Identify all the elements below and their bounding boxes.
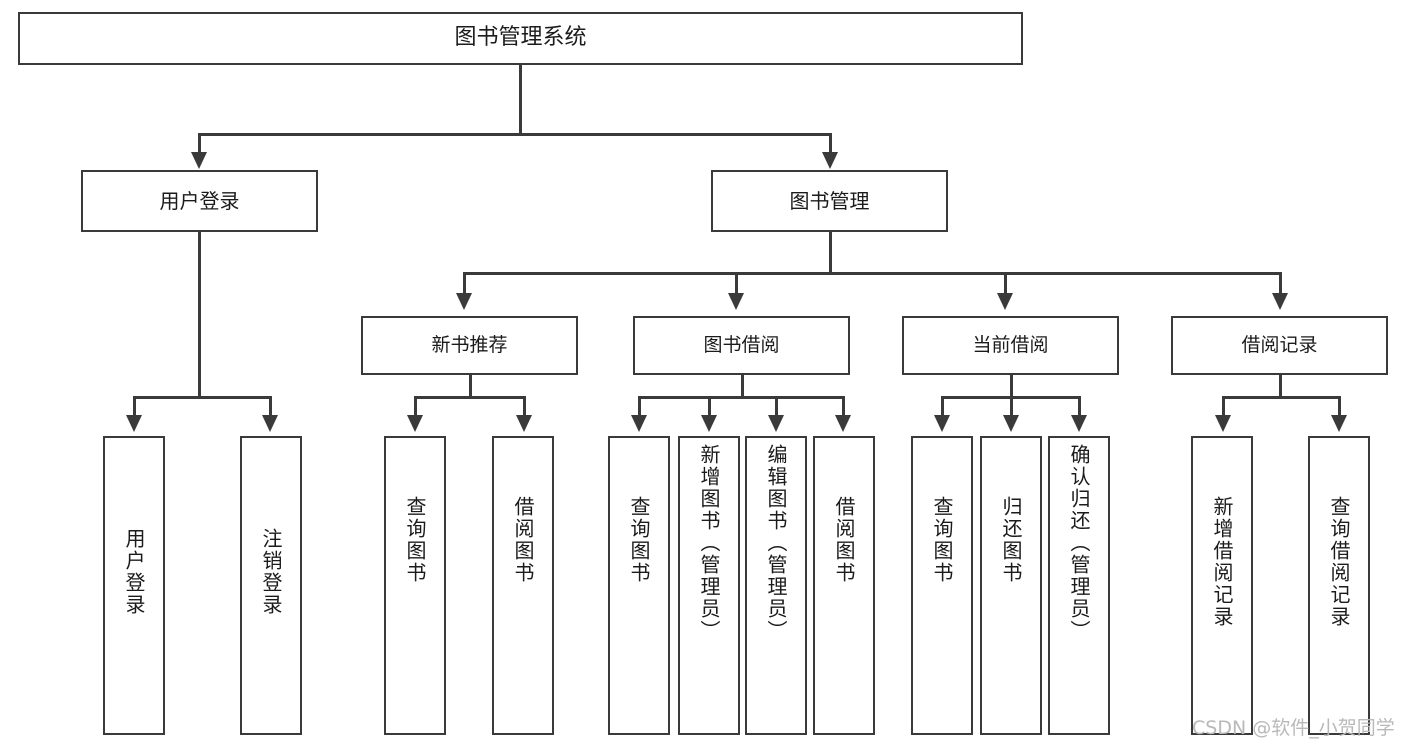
arrow-to-borrow-child-2 [768, 415, 784, 432]
connector-user-login-stem [198, 232, 201, 398]
leaf-user-login[interactable]: 用户登录 [103, 436, 165, 735]
connector-borrow-stem [741, 375, 744, 396]
connector-book-management-stem [829, 232, 832, 272]
node-label: 图书管理 [789, 188, 870, 213]
leaf-label: 借阅图书 [832, 496, 856, 584]
watermark-text: CSDN @软件_小贺同学 [1192, 717, 1395, 739]
connector-record-drop-0 [1222, 396, 1225, 419]
arrow-to-current-child-1 [1003, 415, 1019, 432]
connector-borrow-drop-0 [638, 396, 641, 419]
leaf-label: 确认归还（管理员） [1067, 444, 1091, 642]
leaf-label: 新增图书（管理员） [697, 444, 721, 642]
connector-user-login-drop-0 [133, 396, 136, 419]
connector-recommend-drop-0 [414, 396, 417, 419]
node-book-management-system[interactable]: 图书管理系统 [18, 12, 1023, 65]
connector-recommend-stem [469, 375, 472, 396]
arrow-to-current-child-0 [934, 415, 950, 432]
leaf-edit-book-admin[interactable]: 编辑图书（管理员） [745, 436, 807, 735]
node-current-borrow[interactable]: 当前借阅 [902, 316, 1119, 375]
leaf-query-book-current[interactable]: 查询图书 [911, 436, 973, 735]
node-book-borrow[interactable]: 图书借阅 [633, 316, 850, 375]
connector-recommend-drop-1 [523, 396, 526, 419]
arrow-to-borrow-child-0 [631, 415, 647, 432]
leaf-label: 归还图书 [999, 496, 1023, 584]
node-label: 借阅记录 [1241, 333, 1318, 356]
connector-borrow-drop-2 [775, 396, 778, 419]
connector-borrow-drop-3 [842, 396, 845, 419]
arrow-to-leaf-user-login [126, 415, 142, 432]
leaf-return-book[interactable]: 归还图书 [980, 436, 1042, 735]
connector-current-stem [1010, 375, 1013, 396]
node-borrow-record[interactable]: 借阅记录 [1171, 316, 1388, 375]
node-label: 当前借阅 [972, 333, 1049, 356]
leaf-label: 借阅图书 [511, 496, 535, 584]
connector-level3-drop-3 [1279, 272, 1282, 297]
node-label: 用户登录 [159, 188, 240, 213]
arrow-to-new-book-recommend [456, 293, 472, 310]
arrow-to-current-child-2 [1071, 415, 1087, 432]
arrow-to-current-borrow [997, 293, 1013, 310]
leaf-label: 用户登录 [122, 528, 146, 616]
leaf-label: 注销登录 [259, 528, 283, 616]
connector-current-drop-1 [1010, 396, 1013, 419]
arrow-to-recommend-child-0 [407, 415, 423, 432]
leaf-query-borrow-record[interactable]: 查询借阅记录 [1308, 436, 1370, 735]
arrow-to-borrow-child-3 [835, 415, 851, 432]
leaf-label: 查询图书 [930, 496, 954, 584]
connector-record-stem [1279, 375, 1282, 396]
connector-user-login-drop-1 [269, 396, 272, 419]
leaf-label: 查询图书 [403, 496, 427, 584]
connector-current-drop-2 [1078, 396, 1081, 419]
leaf-query-book-recommend[interactable]: 查询图书 [384, 436, 446, 735]
arrow-to-recommend-child-1 [516, 415, 532, 432]
watermark: CSDN @软件_小贺同学 [1192, 713, 1395, 740]
arrow-to-user-login [191, 152, 207, 169]
arrow-to-leaf-logout [262, 415, 278, 432]
node-user-login[interactable]: 用户登录 [81, 170, 318, 232]
leaf-label: 编辑图书（管理员） [764, 444, 788, 642]
connector-level3-drop-2 [1004, 272, 1007, 297]
leaf-borrow-book-recommend[interactable]: 借阅图书 [492, 436, 554, 735]
connector-level3-drop-0 [463, 272, 466, 297]
leaf-confirm-return-admin[interactable]: 确认归还（管理员） [1048, 436, 1110, 735]
arrow-to-book-borrow [728, 293, 744, 310]
connector-recommend-bus [414, 396, 524, 399]
node-new-book-recommend[interactable]: 新书推荐 [361, 316, 578, 375]
arrow-to-record-child-0 [1215, 415, 1231, 432]
node-book-management[interactable]: 图书管理 [711, 170, 948, 232]
connector-record-drop-1 [1338, 396, 1341, 419]
connector-level3-bus [463, 272, 1280, 275]
connector-user-login-bus [133, 396, 271, 399]
leaf-query-book-borrow[interactable]: 查询图书 [608, 436, 670, 735]
arrow-to-borrow-record [1272, 293, 1288, 310]
leaf-label: 查询借阅记录 [1327, 496, 1351, 628]
connector-root-drop-right [829, 133, 832, 158]
connector-root-stem [519, 65, 522, 133]
leaf-label: 查询图书 [627, 496, 651, 584]
connector-borrow-drop-1 [708, 396, 711, 419]
connector-borrow-bus [638, 396, 844, 399]
arrow-to-book-management [822, 152, 838, 169]
node-label: 新书推荐 [431, 333, 508, 356]
connector-record-bus [1222, 396, 1339, 399]
arrow-to-borrow-child-1 [701, 415, 717, 432]
connector-current-drop-0 [941, 396, 944, 419]
connector-level3-drop-1 [735, 272, 738, 297]
leaf-borrow-book[interactable]: 借阅图书 [813, 436, 875, 735]
node-label: 图书管理系统 [454, 25, 587, 51]
leaf-logout[interactable]: 注销登录 [240, 436, 302, 735]
leaf-add-book-admin[interactable]: 新增图书（管理员） [678, 436, 740, 735]
arrow-to-record-child-1 [1331, 415, 1347, 432]
node-label: 图书借阅 [703, 333, 780, 356]
leaf-add-borrow-record[interactable]: 新增借阅记录 [1191, 436, 1253, 735]
connector-root-drop-left [198, 133, 201, 158]
connector-root-bus [198, 133, 831, 136]
leaf-label: 新增借阅记录 [1210, 496, 1234, 628]
